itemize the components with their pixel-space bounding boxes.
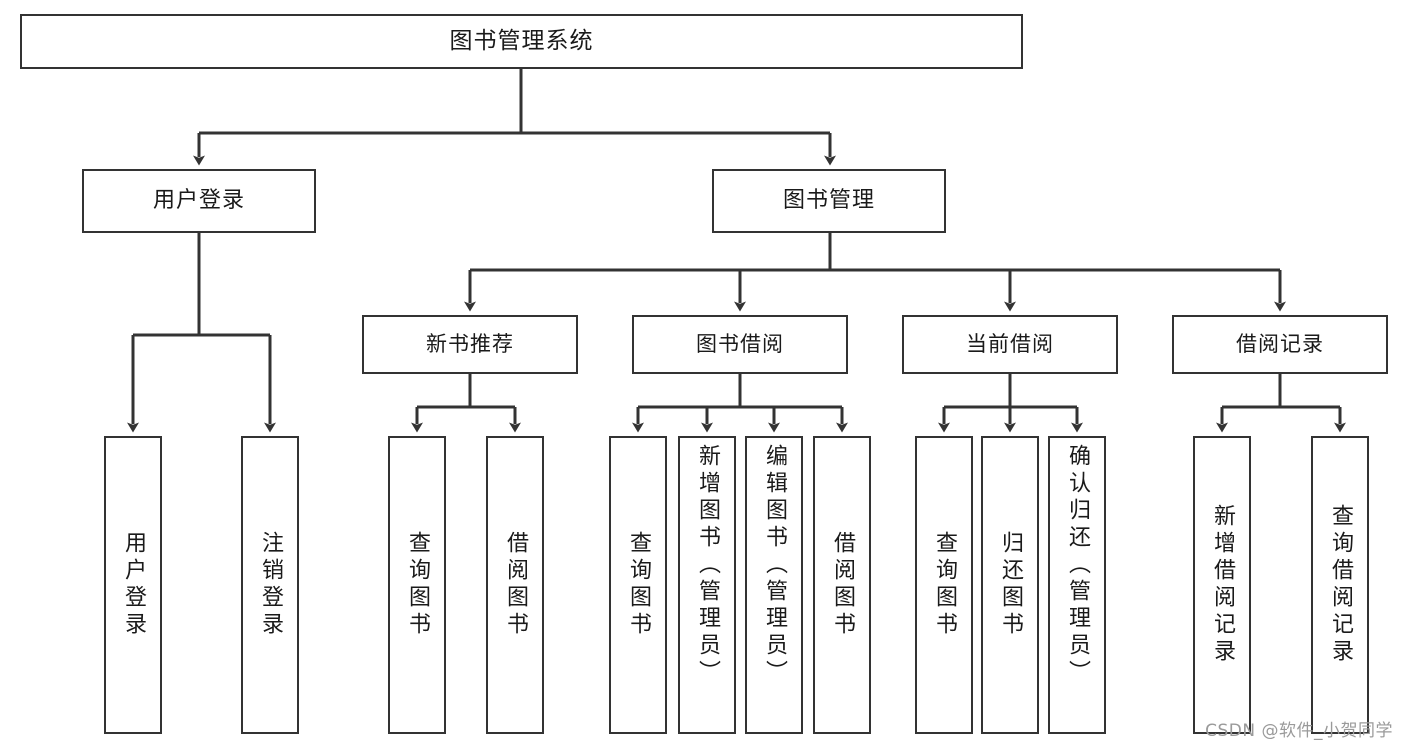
node-label: 图书借阅	[696, 332, 784, 357]
leaf-user-login[interactable]: 用户登录	[104, 436, 162, 734]
leaf-edit-book-admin[interactable]: 编辑图书（管理员）	[745, 436, 803, 734]
node-label: 借阅图书	[830, 531, 855, 639]
node-label: 查询图书	[626, 531, 651, 639]
leaf-borrow-book-recommend[interactable]: 借阅图书	[486, 436, 544, 734]
node-label: 新增图书（管理员）	[695, 444, 720, 687]
node-label: 图书管理系统	[449, 28, 594, 55]
node-root[interactable]: 图书管理系统	[20, 14, 1023, 69]
node-label: 新书推荐	[426, 332, 514, 357]
leaf-query-book-current[interactable]: 查询图书	[915, 436, 973, 734]
node-label: 新增借阅记录	[1210, 504, 1235, 666]
leaf-query-book-borrow[interactable]: 查询图书	[609, 436, 667, 734]
node-current-borrow[interactable]: 当前借阅	[902, 315, 1118, 374]
leaf-return-book[interactable]: 归还图书	[981, 436, 1039, 734]
node-user-login[interactable]: 用户登录	[82, 169, 316, 233]
leaf-logout[interactable]: 注销登录	[241, 436, 299, 734]
node-label: 注销登录	[258, 531, 283, 639]
csdn-watermark: CSDN @软件_小贺同学	[1205, 721, 1393, 741]
leaf-query-book-recommend[interactable]: 查询图书	[388, 436, 446, 734]
leaf-query-borrow-record[interactable]: 查询借阅记录	[1311, 436, 1369, 734]
leaf-borrow-book[interactable]: 借阅图书	[813, 436, 871, 734]
node-label: 查询借阅记录	[1328, 504, 1353, 666]
node-label: 当前借阅	[966, 332, 1054, 357]
node-label: 借阅记录	[1236, 332, 1324, 357]
node-label: 用户登录	[121, 531, 146, 639]
node-label: 借阅图书	[503, 531, 528, 639]
node-borrow-records[interactable]: 借阅记录	[1172, 315, 1388, 374]
node-label: 编辑图书（管理员）	[762, 444, 787, 687]
node-new-book-recommend[interactable]: 新书推荐	[362, 315, 578, 374]
node-label: 用户登录	[152, 188, 245, 214]
node-label: 图书管理	[782, 188, 875, 214]
node-label: 查询图书	[932, 531, 957, 639]
node-label: 查询图书	[405, 531, 430, 639]
node-label: 归还图书	[998, 531, 1023, 639]
node-book-management[interactable]: 图书管理	[712, 169, 946, 233]
node-label: 确认归还（管理员）	[1065, 444, 1090, 687]
leaf-add-book-admin[interactable]: 新增图书（管理员）	[678, 436, 736, 734]
leaf-add-borrow-record[interactable]: 新增借阅记录	[1193, 436, 1251, 734]
leaf-confirm-return-admin[interactable]: 确认归还（管理员）	[1048, 436, 1106, 734]
node-book-borrow[interactable]: 图书借阅	[632, 315, 848, 374]
